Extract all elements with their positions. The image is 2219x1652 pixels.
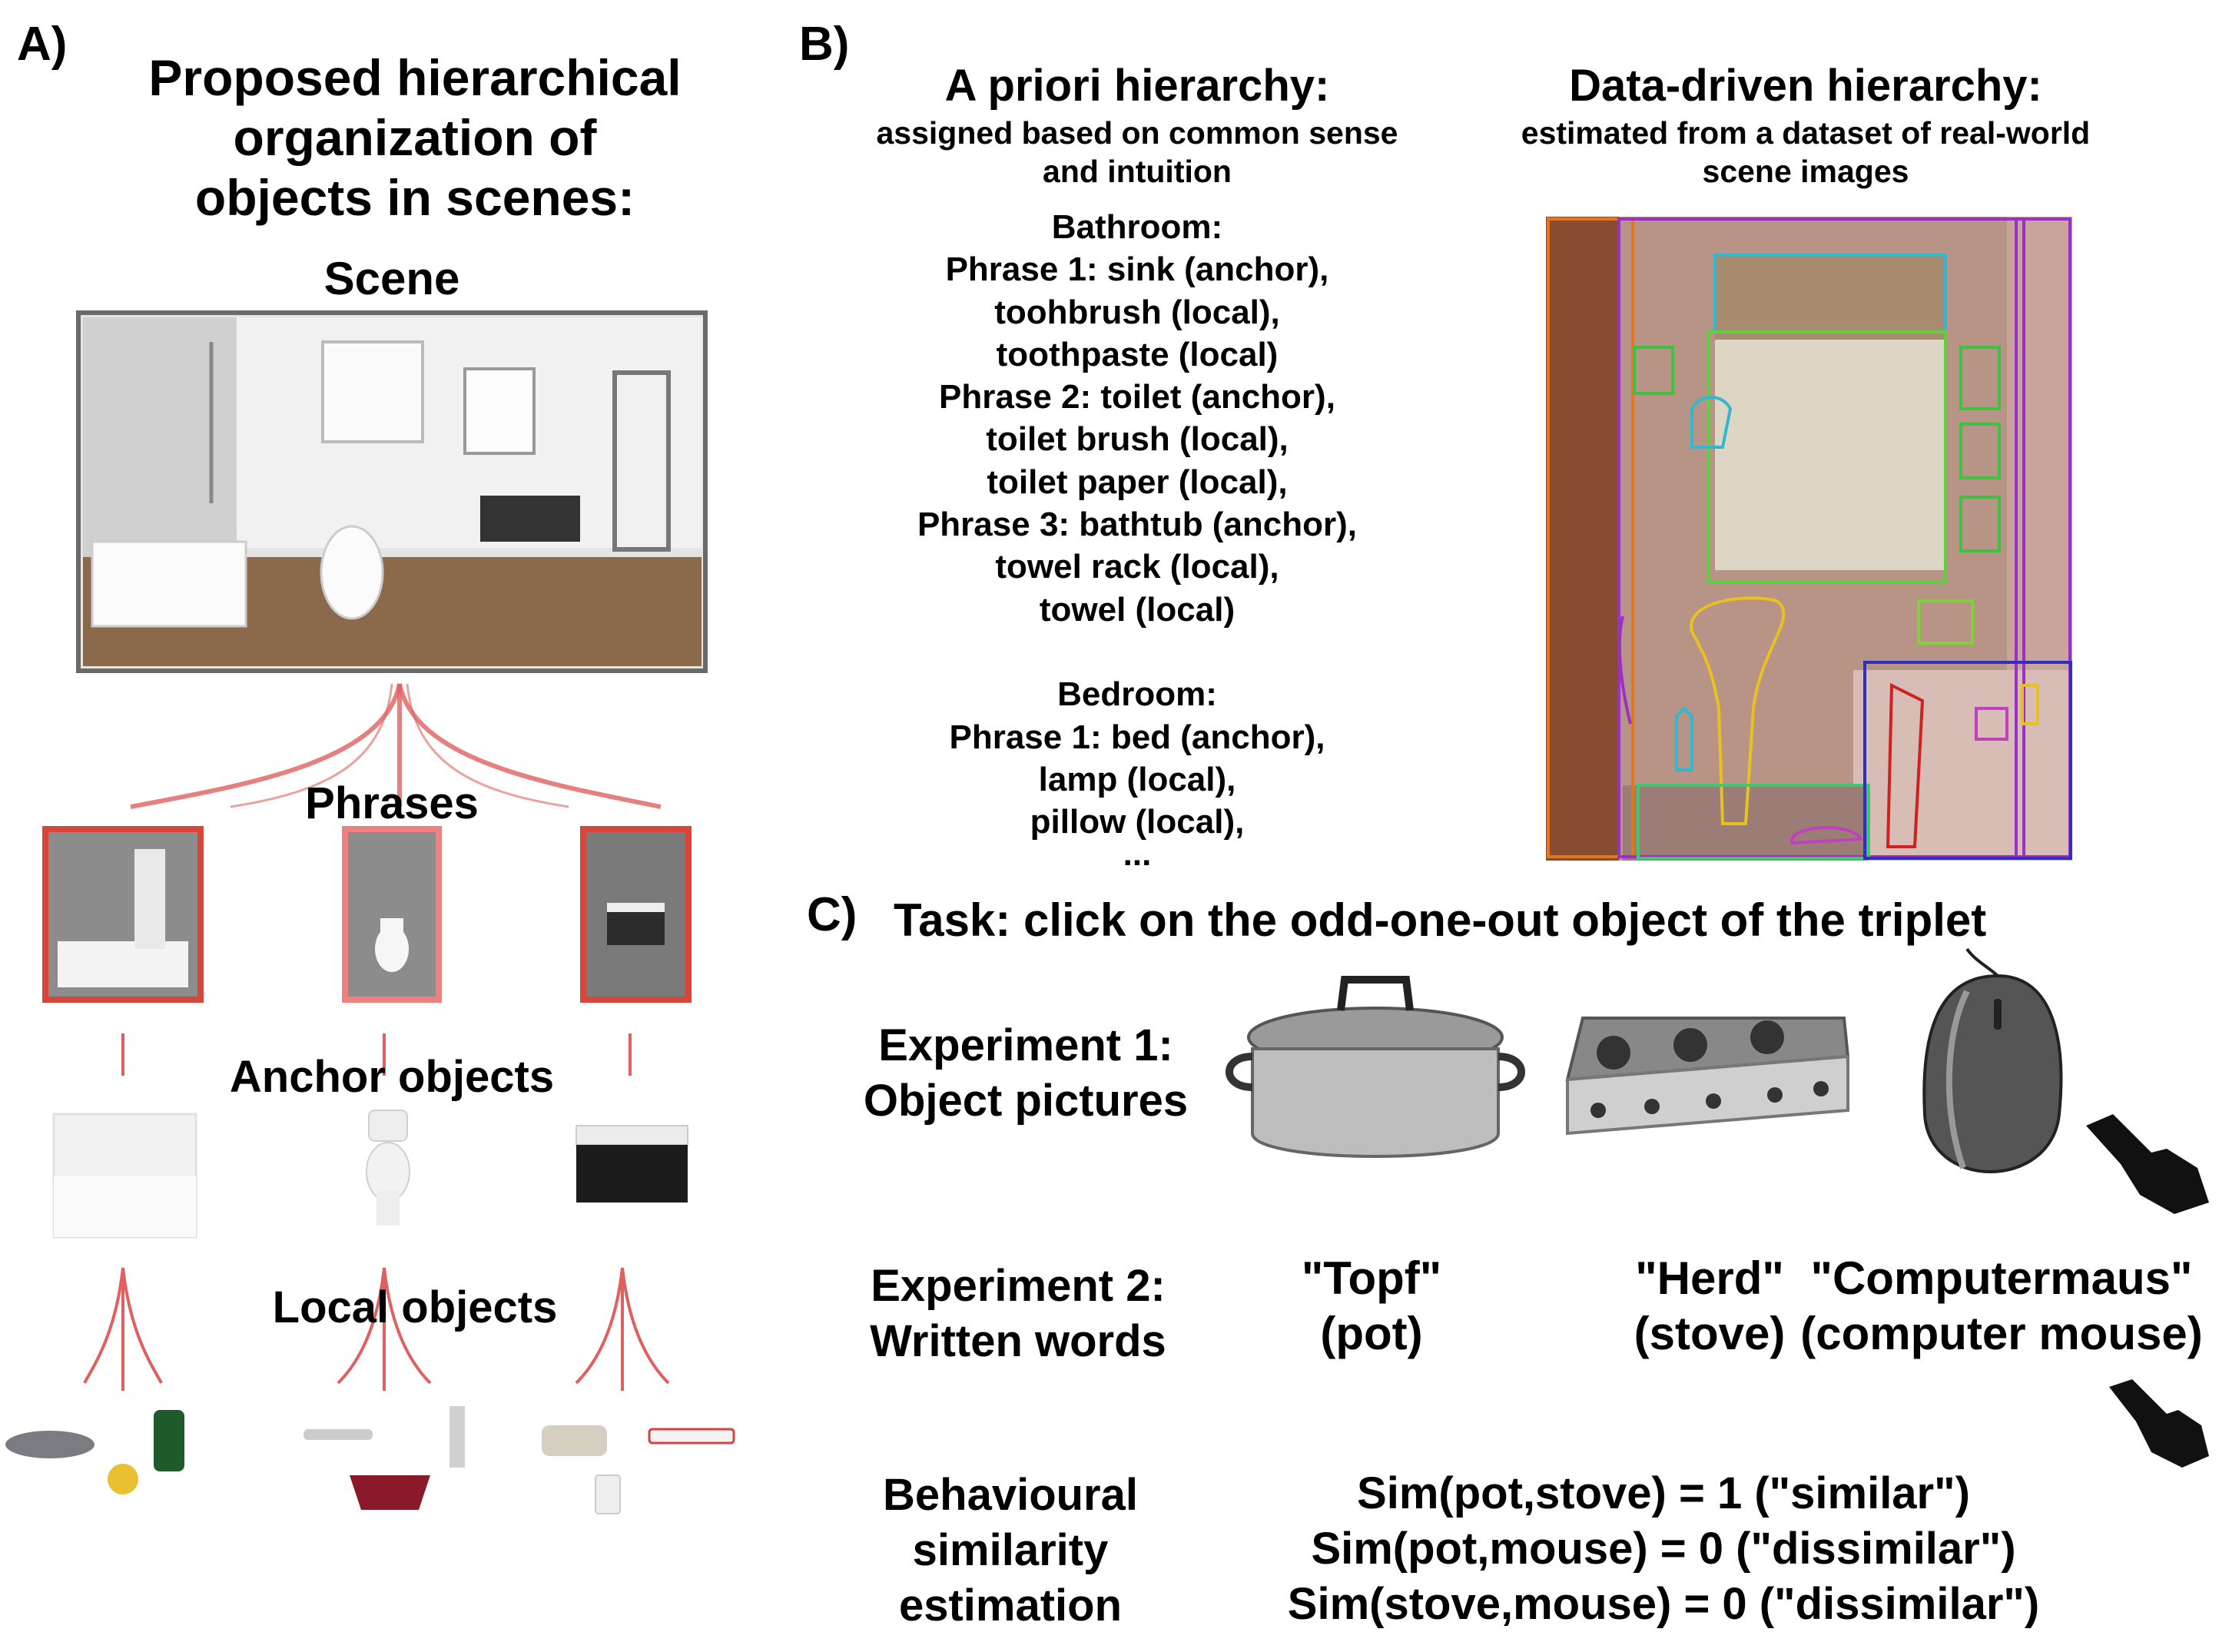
experiment-2-line-1: Experiment 2:: [871, 1261, 1166, 1311]
behavioural-similarity-label: Behavioural similarity estimation: [830, 1468, 1191, 1634]
phrases-label: Phrases: [305, 778, 479, 828]
experiment-2-line-2: Written words: [870, 1316, 1166, 1366]
apriori-line: [830, 631, 1445, 673]
pot-image: [1226, 976, 1525, 1158]
behavioural-line-1: Behavioural: [883, 1470, 1138, 1520]
hand-cursor-icon: [2109, 1379, 2209, 1468]
experiment-1-label: Experiment 1: Object pictures: [830, 1018, 1222, 1129]
panel-a-title: Proposed hierarchical organization of ob…: [115, 48, 715, 227]
similarity-results: Sim(pot,stove) = 1 ("similar") Sim(pot,m…: [1229, 1466, 2098, 1632]
hand-cursor-icon: [2086, 1114, 2209, 1214]
word-mouse-gloss: (computer mouse): [1800, 1308, 2203, 1359]
panel-a-title-line-3: objects in scenes:: [194, 169, 635, 226]
apriori-hierarchy-list: Bathroom: Phrase 1: sink (anchor), toohb…: [830, 206, 1445, 874]
apriori-line: Phrase 2: toilet (anchor),: [939, 378, 1335, 416]
apriori-line: towel (local): [1039, 590, 1236, 629]
apriori-line: ...: [1123, 835, 1152, 874]
sink-cabinet-icon: [575, 1125, 688, 1203]
word-pot: "Topf" (pot): [1245, 1251, 1498, 1362]
word-mouse-german: "Computermaus": [1810, 1252, 2193, 1304]
apriori-line: toothpaste (local): [996, 335, 1279, 373]
apriori-subtitle: assigned based on common sense and intui…: [830, 114, 1445, 191]
apriori-subtitle-line-1: assigned based on common sense: [876, 115, 1398, 151]
panel-a-title-line-2: organization of: [233, 109, 597, 166]
bottle-icon: [154, 1410, 184, 1471]
towel-icon: [5, 1431, 95, 1458]
word-stove: "Herd" (stove): [1583, 1251, 1836, 1362]
apriori-title: A priori hierarchy:: [944, 61, 1330, 111]
computer-mouse-image: [1922, 947, 2063, 1173]
toilet-brush-icon: [449, 1406, 465, 1468]
anchor-objects-label: Anchor objects: [229, 1052, 555, 1102]
word-mouse: "Computermaus" (computer mouse): [1786, 1251, 2217, 1362]
apriori-line: towel rack (local),: [995, 548, 1279, 586]
apriori-line: Phrase 1: sink (anchor),: [945, 250, 1329, 289]
local-objects-images: [5, 1406, 735, 1514]
local-objects-label: Local objects: [272, 1282, 558, 1332]
toilet-icon: [366, 1110, 410, 1226]
panel-a-branches: [83, 683, 670, 1391]
phrase-1-image: [42, 826, 204, 1003]
phrase-2-image: [342, 826, 442, 1003]
panel-c-label: C): [807, 888, 857, 941]
bath-mat-icon: [350, 1475, 430, 1510]
word-stove-gloss: (stove): [1634, 1308, 1786, 1359]
apriori-subtitle-line-2: and intuition: [1043, 154, 1232, 189]
apriori-line: pillow (local),: [1030, 803, 1245, 841]
apriori-line: Phrase 3: bathtub (anchor),: [917, 506, 1358, 544]
scene-label: Scene: [323, 253, 460, 304]
behavioural-line-3: estimation: [898, 1581, 1123, 1630]
stove-image: [1565, 1017, 1850, 1136]
datadriven-title: Data-driven hierarchy:: [1569, 61, 2042, 111]
apriori-line: Bathroom:: [1051, 208, 1223, 246]
toilet-paper-holder-icon: [303, 1429, 373, 1440]
apriori-line: Phrase 1: bed (anchor),: [949, 718, 1325, 756]
apriori-line: Bedroom:: [1057, 675, 1217, 714]
panel-a-label: A): [17, 18, 68, 71]
word-pot-german: "Topf": [1301, 1252, 1442, 1304]
soap-icon: [542, 1425, 607, 1456]
datadriven-subtitle: estimated from a dataset of real-world s…: [1491, 114, 2121, 191]
toothpaste-icon: [648, 1428, 735, 1445]
word-pot-gloss: (pot): [1320, 1308, 1423, 1359]
sponge-icon: [108, 1464, 138, 1494]
task-instruction: Task: click on the odd-one-out object of…: [894, 894, 1987, 946]
word-stove-german: "Herd": [1635, 1252, 1784, 1304]
behavioural-line-2: similarity: [912, 1525, 1109, 1575]
apriori-line: toohbrush (local),: [994, 293, 1280, 331]
similarity-line: Sim(stove,mouse) = 0 ("dissimilar"): [1287, 1579, 2040, 1629]
experiment-2-label: Experiment 2: Written words: [830, 1259, 1206, 1369]
datadriven-subtitle-line-2: scene images: [1702, 154, 1909, 189]
apriori-line: lamp (local),: [1038, 760, 1236, 798]
experiment-1-line-2: Object pictures: [863, 1076, 1189, 1126]
apriori-line: toilet brush (local),: [986, 420, 1289, 459]
phrase-3-image: [580, 826, 692, 1003]
panel-b-label: B): [799, 18, 850, 71]
experiment-1-line-1: Experiment 1:: [878, 1020, 1173, 1070]
scene-bathroom-image: [76, 310, 708, 673]
similarity-line: Sim(pot,mouse) = 0 ("dissimilar"): [1311, 1524, 2016, 1574]
annotated-bathroom-photo: [1546, 217, 2072, 861]
toothbrush-cup-icon: [595, 1475, 621, 1514]
bathtub-icon: [52, 1113, 197, 1239]
datadriven-subtitle-line-1: estimated from a dataset of real-world: [1521, 115, 2091, 151]
similarity-line: Sim(pot,stove) = 1 ("similar"): [1357, 1468, 1970, 1518]
panel-a-title-line-1: Proposed hierarchical: [148, 49, 682, 106]
apriori-line: toilet paper (local),: [987, 463, 1288, 501]
